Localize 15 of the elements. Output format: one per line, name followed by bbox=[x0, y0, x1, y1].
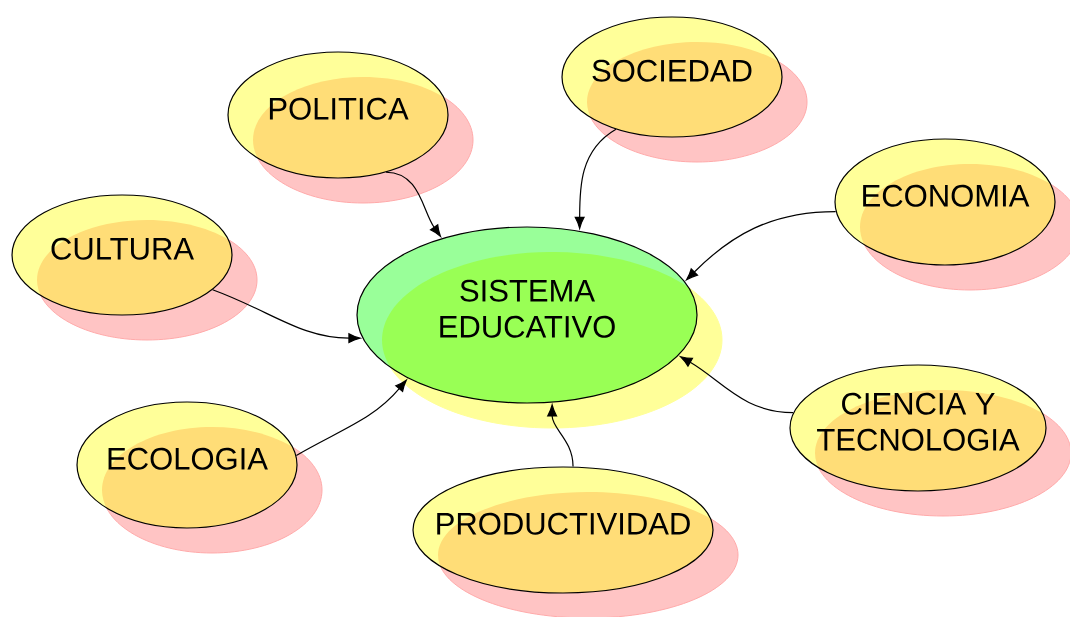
arrow bbox=[212, 289, 361, 344]
ellipse-node: POLITICA bbox=[227, 51, 474, 204]
ellipse-node: CULTURA bbox=[11, 194, 258, 341]
arrow bbox=[547, 404, 574, 468]
arrow bbox=[574, 128, 617, 229]
ellipse-node: ECONOMIA bbox=[834, 138, 1070, 291]
arrow bbox=[680, 356, 794, 414]
ellipse-node: SOCIEDAD bbox=[561, 16, 808, 163]
ellipse-node: SISTEMA EDUCATIVO bbox=[356, 226, 723, 429]
ellipse-node: CIENCIA Y TECNOLOGIA bbox=[789, 364, 1070, 517]
arrow bbox=[385, 171, 441, 237]
arrow bbox=[685, 210, 837, 281]
ellipse-node: PRODUCTIVIDAD bbox=[412, 466, 739, 617]
arrow bbox=[295, 379, 407, 457]
ellipse-node: ECOLOGIA bbox=[76, 401, 323, 554]
